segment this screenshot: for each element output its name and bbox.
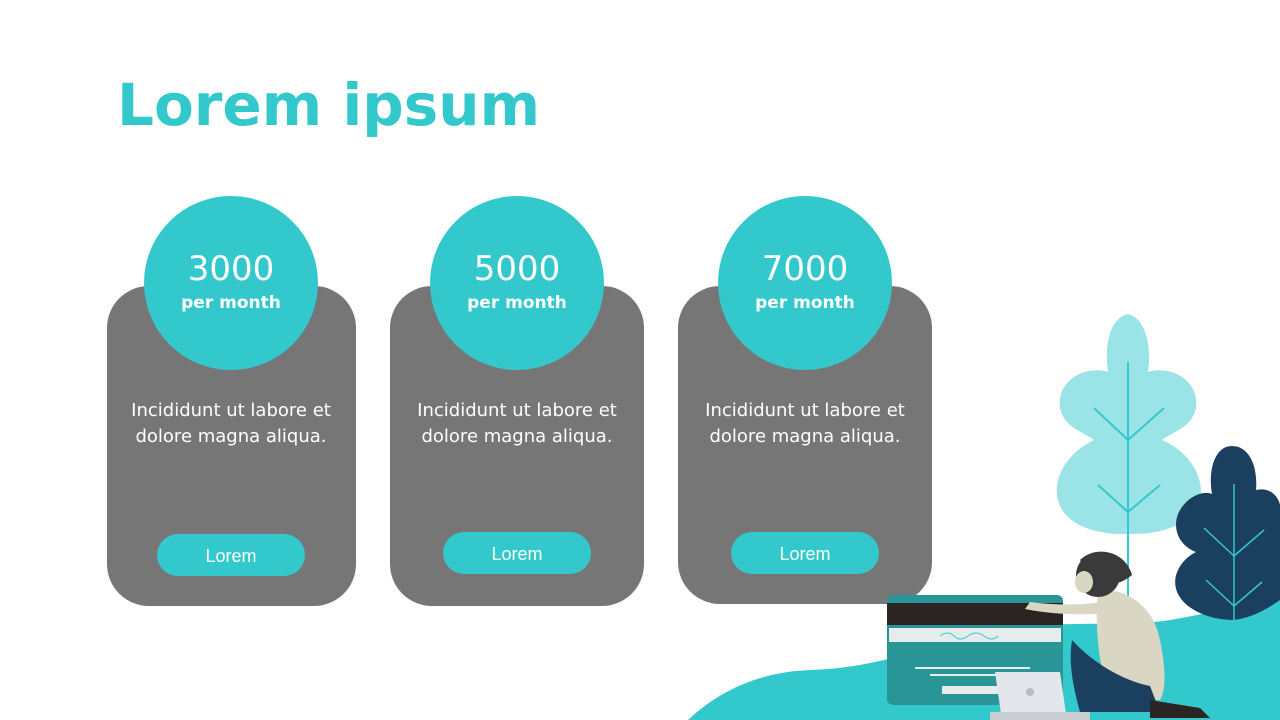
price-badge-1: 3000 per month [144,196,318,370]
price-amount: 3000 [187,249,275,289]
price-period: per month [755,293,855,313]
plan-description: Incididunt ut labore et dolore magna ali… [131,400,331,447]
plan-2-button[interactable]: Lorem [443,532,591,574]
plan-1-button[interactable]: Lorem [157,534,305,576]
plan-description: Incididunt ut labore et dolore magna ali… [417,400,617,447]
laptop-icon [990,672,1090,720]
plan-3-button[interactable]: Lorem [731,532,879,574]
price-amount: 7000 [761,249,849,289]
price-badge-3: 7000 per month [718,196,892,370]
light-leaf-icon [1056,314,1201,720]
price-badge-2: 5000 per month [430,196,604,370]
person-card-laptop-illustration [688,314,1280,720]
dark-leaf-icon [1175,446,1280,690]
price-period: per month [181,293,281,313]
price-period: per month [467,293,567,313]
person-icon [1025,551,1210,718]
plan-description: Incididunt ut labore et dolore magna ali… [705,400,905,447]
page-title: Lorem ipsum [117,71,541,139]
price-amount: 5000 [473,249,561,289]
